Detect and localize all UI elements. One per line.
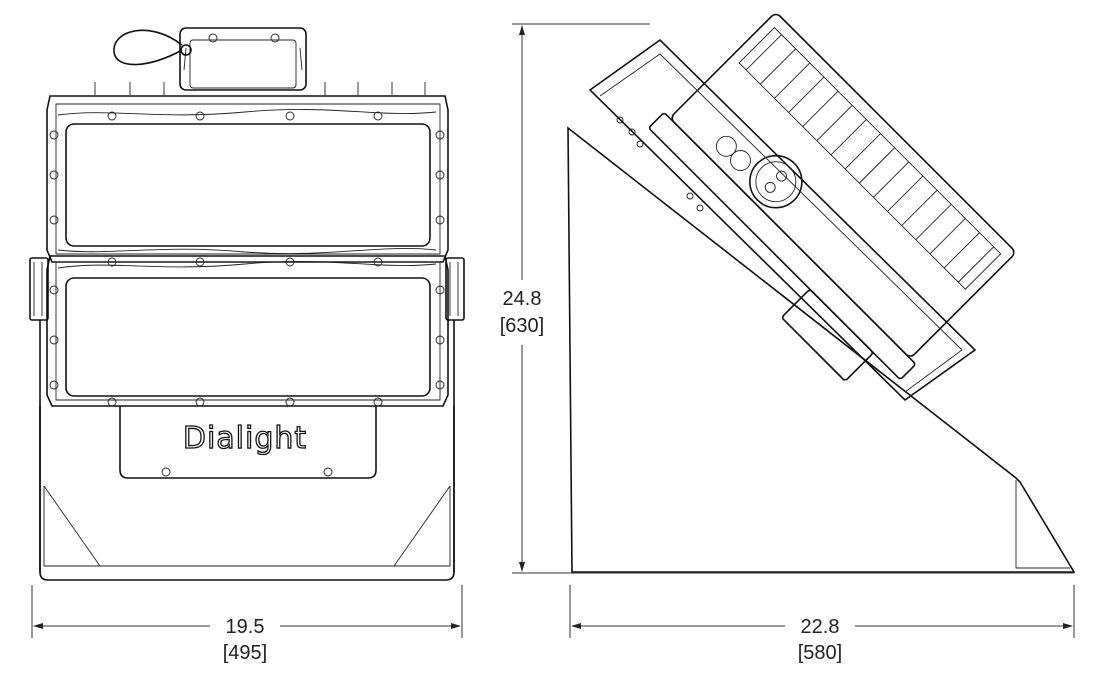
height-dimension: 24.8 [630] — [500, 23, 1074, 574]
tether-loop — [113, 29, 183, 66]
depth-dimension: 22.8 [580] — [569, 585, 1075, 664]
side-housing — [649, 13, 1015, 381]
brand-logo: Dialight — [183, 421, 307, 456]
width-mm: [495] — [223, 642, 267, 664]
front-view: Dialight — [29, 27, 465, 581]
side-bracket — [567, 126, 1076, 573]
upper-lens — [65, 123, 431, 247]
driver-box — [113, 27, 307, 91]
depth-mm: [580] — [798, 642, 842, 664]
side-view — [567, 13, 1076, 573]
side-brackets — [29, 257, 465, 572]
tilt-dial — [749, 154, 803, 209]
height-mm: [630] — [500, 315, 544, 337]
width-dimension: 19.5 [495] — [31, 585, 463, 664]
top-spikes — [94, 82, 426, 95]
logo-plate — [119, 406, 377, 479]
lower-lens — [65, 277, 431, 397]
upper-led-module — [46, 95, 449, 263]
height-inches: 24.8 — [503, 288, 542, 310]
driver-box-side — [781, 289, 873, 381]
front-base — [39, 406, 455, 581]
width-inches: 19.5 — [226, 616, 265, 638]
depth-inches: 22.8 — [801, 616, 840, 638]
lower-led-module — [46, 255, 449, 407]
